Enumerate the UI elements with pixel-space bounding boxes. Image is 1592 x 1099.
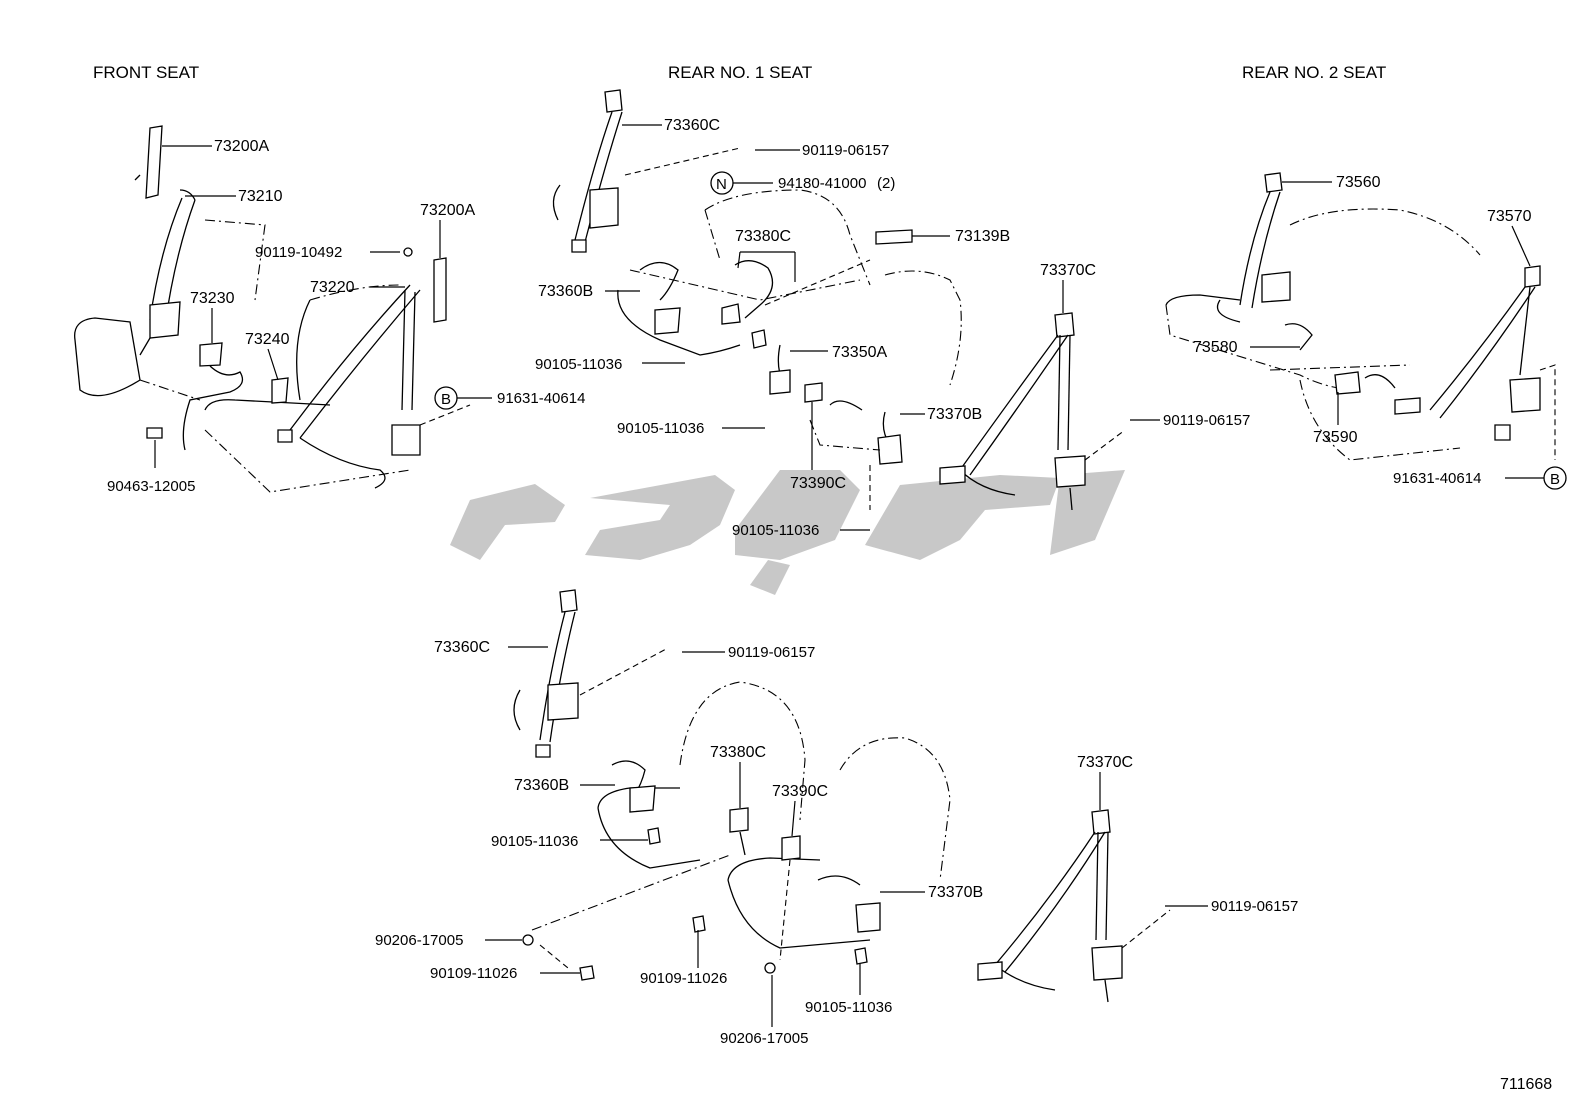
part-number-90109-11026-lower-a: 90109-11026 [430,965,517,982]
part-number-73380c-lower: 73380C [710,744,766,761]
part-number-73370b-lower: 73370B [928,884,983,901]
part-number-73360b-lower: 73360B [514,777,569,794]
part-number-94180-41000: 94180-41000 [778,175,866,192]
part-number-73560: 73560 [1336,174,1381,191]
part-number-73370c-lower: 73370C [1077,754,1133,771]
part-number-90119-10492: 90119-10492 [255,244,342,261]
part-number-91631-40614: 91631-40614 [497,390,585,407]
belt-73370c-illustration [939,312,1126,511]
part-number-73139b: 73139B [955,228,1010,245]
part-number-90105-11036-lower-b: 90105-11036 [805,999,892,1016]
section-title-front-seat: FRONT SEAT [93,63,199,82]
part-number-73360b: 73360B [538,283,593,300]
part-number-73580: 73580 [1193,339,1238,356]
section-title-rear-no2-seat: REAR NO. 2 SEAT [1242,63,1386,82]
part-number-90119-06157-lower: 90119-06157 [728,644,815,661]
figure-number: 711668 [1500,1076,1552,1093]
rear-no1-seat-labels: 73360C 90119-06157 N 94180-41000 (2) 733… [535,117,1010,539]
reference-marker-b-rear2-label: B [1550,471,1560,488]
lower-seat-labels: 73360C 90119-06157 73380C 73390C 73360B … [375,639,983,1047]
part-number-73360c-lower: 73360C [434,639,490,656]
rear-no1-seat-illustration [552,89,962,510]
reference-marker-b-label: B [441,391,451,408]
part-number-73220: 73220 [310,279,355,296]
quantity-94180-41000: (2) [877,175,895,192]
part-number-90105-11036-c: 90105-11036 [732,522,819,539]
part-number-73590: 73590 [1313,429,1358,446]
part-number-73230: 73230 [190,290,235,307]
reference-marker-n-label: N [716,176,727,193]
part-number-91631-40614-rear2: 91631-40614 [1393,470,1481,487]
part-number-90119-06157: 90119-06157 [802,142,889,159]
part-number-73200a: 73200A [214,138,269,155]
watermark-logo [450,470,1125,595]
part-number-90206-17005-lower-b: 90206-17005 [720,1030,808,1047]
lower-seat-illustration [513,589,951,981]
front-seat-illustration [74,125,471,493]
part-number-73370c: 73370C [1040,262,1096,279]
part-number-90206-17005-lower-a: 90206-17005 [375,932,463,949]
rear-no2-seat-illustration [1165,172,1556,461]
part-number-73240: 73240 [245,331,290,348]
part-number-90105-11036-lower-a: 90105-11036 [491,833,578,850]
part-number-73370b: 73370B [927,406,982,423]
part-number-73350a: 73350A [832,344,887,361]
belt-73370c-lower-labels: 73370C 90119-06157 [1077,754,1298,915]
rear-no2-seat-labels: 73560 73570 73580 73590 91631-40614 B [1193,174,1567,490]
part-number-73380c: 73380C [735,228,791,245]
reference-marker-b-rear2 [1543,466,1567,490]
part-number-73570: 73570 [1487,208,1532,225]
part-number-73390c-lower: 73390C [772,783,828,800]
belt-73370c-labels: 73370C 90119-06157 [1040,262,1250,429]
part-number-90119-06157-lower-b: 90119-06157 [1211,898,1298,915]
part-number-90119-06157-b: 90119-06157 [1163,412,1250,429]
part-number-90105-11036-b: 90105-11036 [617,420,704,437]
part-number-73390c: 73390C [790,475,846,492]
section-title-rear-no1-seat: REAR NO. 1 SEAT [668,63,812,82]
part-number-73360c: 73360C [664,117,720,134]
part-number-73200a-right: 73200A [420,202,475,219]
part-number-90105-11036-a: 90105-11036 [535,356,622,373]
front-seat-labels: 73200A 73210 90119-10492 73200A 73220 73… [107,138,585,495]
part-number-90463-12005: 90463-12005 [107,478,195,495]
part-number-73210: 73210 [238,188,283,205]
belt-73370c-lower-illustration [977,809,1171,1003]
part-number-90109-11026-lower-b: 90109-11026 [640,970,727,987]
